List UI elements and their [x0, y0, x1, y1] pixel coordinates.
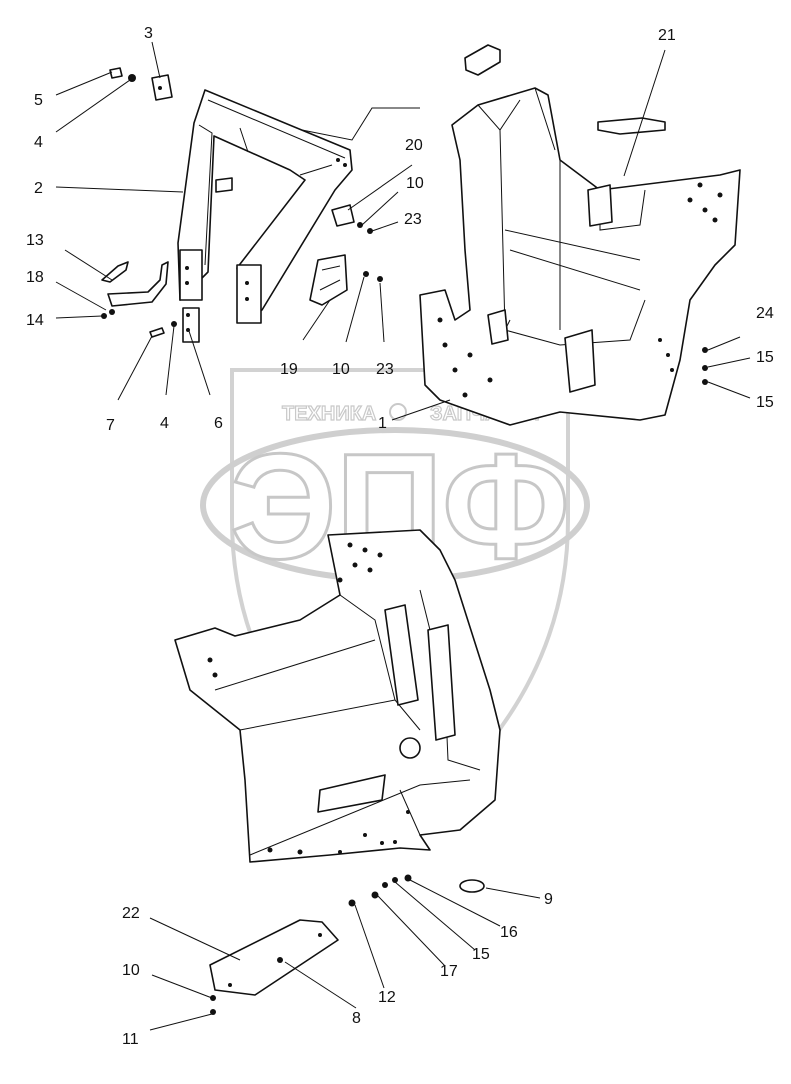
callout-9: 9 [544, 891, 553, 908]
callout-8: 8 [352, 1010, 361, 1027]
plate-6 [149, 307, 200, 343]
bracket-20 [331, 204, 373, 234]
callout-7: 7 [106, 417, 115, 434]
bracket-3 [151, 74, 173, 101]
callout-23-upper: 23 [404, 211, 422, 228]
grommet-9 [459, 879, 485, 893]
callout-24: 24 [756, 305, 774, 322]
cover-plate-22 [209, 919, 339, 996]
bracket-13 [101, 261, 169, 307]
callout-2: 2 [34, 180, 43, 197]
fasteners-lower [101, 309, 412, 1015]
callout-18: 18 [26, 269, 44, 286]
callout-4-lower: 4 [160, 415, 169, 432]
callout-19: 19 [280, 361, 298, 378]
cab-upper-holes [437, 182, 723, 398]
callout-20: 20 [405, 137, 423, 154]
pad-21 [464, 44, 666, 135]
callout-1: 1 [378, 415, 387, 432]
callout-5: 5 [34, 92, 43, 109]
callout-14: 14 [26, 312, 44, 329]
cab-lower-holes [207, 542, 410, 855]
cab-shell-upper [419, 87, 741, 426]
callout-21: 21 [658, 27, 676, 44]
cab-shell-lower [174, 529, 501, 863]
callout-23-lower: 23 [376, 361, 394, 378]
callout-13: 13 [26, 232, 44, 249]
gear-icon [389, 403, 407, 421]
callout-labels: 1 2 3 4 4 5 6 7 8 9 10 10 10 11 12 13 14… [26, 25, 774, 1048]
callout-4-upper: 4 [34, 134, 43, 151]
callout-10-lower: 10 [122, 962, 140, 979]
leader-lines [55, 41, 751, 1031]
callout-15-a: 15 [756, 349, 774, 366]
callout-12: 12 [378, 989, 396, 1006]
watermark-brand-left: ТЕХНИКА [282, 403, 376, 425]
callout-10-mid: 10 [332, 361, 350, 378]
callout-16: 16 [500, 924, 518, 941]
callout-15-b: 15 [756, 394, 774, 411]
callout-15-c: 15 [472, 946, 490, 963]
bracket-19 [309, 254, 383, 306]
callout-6: 6 [214, 415, 223, 432]
callout-17: 17 [440, 963, 458, 980]
frame-arm [177, 89, 353, 324]
callout-22: 22 [122, 905, 140, 922]
callout-10-upper: 10 [406, 175, 424, 192]
callout-3: 3 [144, 25, 153, 42]
bolt-5 [109, 67, 136, 82]
callout-11: 11 [122, 1031, 139, 1048]
